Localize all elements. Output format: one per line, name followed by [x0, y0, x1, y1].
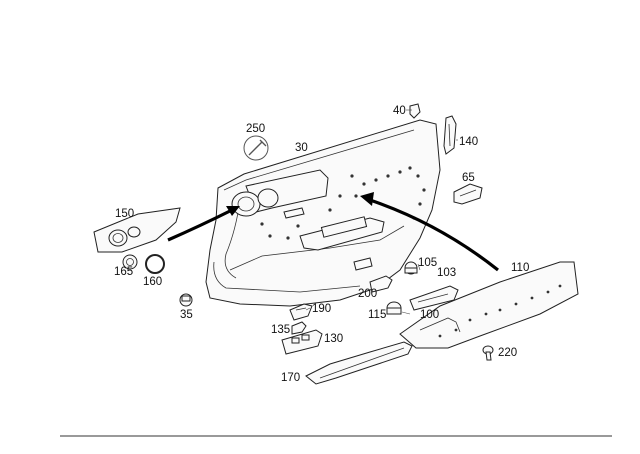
label-170: 170: [281, 372, 300, 384]
part-135-switch: [291, 321, 307, 335]
part-labels: 30 35 40 65 100 103 105 110 115 130 135 …: [114, 105, 529, 384]
label-135: 135: [271, 324, 290, 336]
assembly-arrow-left: [167, 206, 240, 242]
label-100: 100: [420, 309, 439, 321]
part-220-screw: [482, 345, 494, 361]
label-130: 130: [324, 333, 343, 345]
label-103: 103: [437, 267, 456, 279]
label-160: 160: [143, 276, 162, 288]
part-165-speaker-cap: [122, 254, 138, 270]
label-220: 220: [498, 347, 517, 359]
label-30: 30: [295, 142, 308, 154]
label-115: 115: [368, 309, 386, 321]
part-170-armrest-trim: [305, 341, 413, 385]
leader-lines: [305, 109, 458, 315]
part-115-cap: [386, 301, 402, 315]
part-150-trim-cover: [93, 207, 181, 253]
part-35-button: [179, 293, 193, 307]
label-165: 165: [114, 266, 133, 278]
part-65-airbag-badge: [453, 183, 483, 205]
label-140: 140: [459, 136, 478, 148]
door-trim-panel: [205, 119, 441, 307]
service-wrench-icon: [243, 135, 269, 161]
part-200-insert: [369, 275, 393, 293]
label-150: 150: [115, 208, 134, 220]
label-65: 65: [462, 172, 475, 184]
part-105-cap: [404, 261, 418, 275]
assembly-arrow-right: [360, 192, 499, 272]
part-130-switch-panel: [281, 329, 323, 355]
part-110-lower-strip: [399, 261, 579, 349]
label-250: 250: [246, 123, 265, 135]
label-190: 190: [312, 303, 331, 315]
label-105: 105: [418, 257, 437, 269]
part-190-switch: [289, 303, 313, 321]
part-160-ring: [145, 254, 165, 274]
label-110: 110: [511, 262, 529, 274]
label-200: 200: [358, 288, 377, 300]
part-40-clip: [409, 103, 421, 119]
part-140-strip: [443, 115, 457, 155]
label-35: 35: [180, 309, 193, 321]
label-40: 40: [393, 105, 406, 117]
part-100-handle: [409, 285, 459, 311]
